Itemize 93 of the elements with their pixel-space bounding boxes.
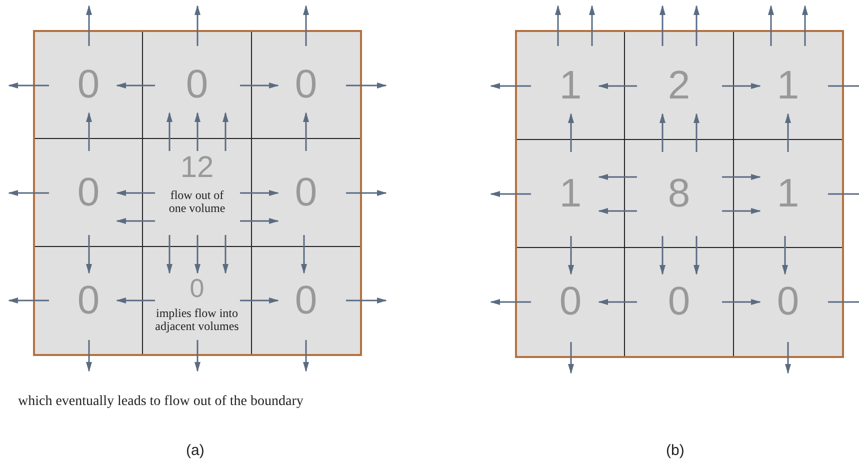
flow-arrow — [240, 298, 279, 304]
flow-arrow — [194, 340, 200, 372]
cell-value: 0 — [77, 62, 100, 106]
volume-cell — [517, 32, 625, 140]
flow-arrow — [598, 83, 637, 89]
flow-arrow — [568, 342, 574, 374]
cell-value: 12 — [180, 151, 214, 184]
volume-cell — [143, 139, 252, 247]
cell-value: 1 — [776, 63, 800, 107]
cell-value: 0 — [190, 273, 204, 303]
flow-arrow — [346, 298, 387, 304]
flow-arrow — [490, 299, 531, 305]
volume-cell — [35, 139, 143, 247]
flow-arrow — [194, 112, 200, 151]
annotation: implies flow into adjacent volumes — [154, 307, 240, 333]
cell-value: 8 — [668, 171, 690, 215]
flow-arrow — [782, 236, 788, 275]
flow-arrow — [116, 298, 155, 304]
cell-value: 1 — [776, 171, 800, 215]
panel-caption: (a) — [186, 442, 204, 459]
flow-arrow — [555, 5, 561, 46]
volume-cell — [625, 140, 734, 248]
flow-arrow — [785, 113, 791, 152]
flow-arrow — [8, 82, 49, 88]
flow-arrow — [346, 82, 387, 88]
flow-arrow — [568, 236, 574, 275]
flow-arrow — [598, 299, 637, 305]
flow-arrow — [8, 190, 49, 196]
cell-value: 1 — [559, 63, 582, 107]
cell-value: 1 — [559, 171, 582, 215]
flow-arrow — [116, 190, 155, 196]
annotation: flow out of one volume — [168, 189, 226, 215]
flow-arrow — [166, 112, 172, 151]
flow-arrow — [598, 174, 637, 180]
caption-text: which eventually leads to flow out of the boundary — [18, 394, 304, 410]
flow-arrow — [301, 235, 307, 274]
flow-arrow — [303, 5, 309, 46]
flow-arrow — [722, 83, 761, 89]
flow-arrow — [490, 83, 531, 89]
flow-arrow — [194, 5, 200, 46]
flow-arrow — [828, 83, 859, 89]
cell-value: 0 — [77, 170, 100, 214]
flow-arrow — [240, 218, 279, 224]
flow-arrow — [166, 235, 172, 274]
cell-value: 0 — [668, 280, 690, 324]
flow-arrow — [240, 190, 279, 196]
flow-arrow — [660, 236, 666, 275]
flow-arrow — [303, 340, 309, 372]
flow-arrow — [694, 113, 700, 152]
flow-arrow — [86, 235, 92, 274]
volume-cell — [143, 32, 252, 139]
grid-frame — [515, 30, 844, 358]
volume-cell — [35, 32, 143, 139]
flow-arrow — [86, 340, 92, 372]
flow-arrow — [598, 208, 637, 214]
flow-arrow — [303, 112, 309, 151]
flow-arrow — [194, 235, 200, 274]
volume-cell — [625, 32, 734, 140]
flow-arrow — [768, 5, 774, 46]
panel-caption: (b) — [666, 442, 684, 459]
flow-arrow — [694, 5, 700, 46]
flow-arrow — [240, 82, 279, 88]
cell-value: 0 — [186, 62, 208, 106]
flow-arrow — [568, 113, 574, 152]
cell-value: 0 — [776, 280, 800, 324]
volume-cell — [517, 140, 625, 248]
flow-arrow — [346, 190, 387, 196]
flow-arrow — [722, 174, 761, 180]
flow-arrow — [589, 5, 595, 46]
cell-value: 2 — [668, 63, 690, 107]
flow-arrow — [828, 299, 859, 305]
flow-arrow — [802, 5, 808, 46]
flow-arrow — [8, 298, 49, 304]
cell-value: 0 — [294, 62, 318, 106]
flow-arrow — [694, 236, 700, 275]
flow-arrow — [490, 191, 531, 197]
flow-arrow — [785, 342, 791, 374]
flow-arrow — [116, 82, 155, 88]
flow-arrow — [828, 191, 859, 197]
flow-arrow — [722, 208, 761, 214]
flow-arrow — [660, 113, 666, 152]
cell-value: 0 — [294, 278, 318, 322]
flow-arrow — [222, 235, 228, 274]
flow-arrow — [722, 299, 761, 305]
cell-value: 0 — [559, 280, 582, 324]
flow-arrow — [660, 5, 666, 46]
grid-frame — [33, 30, 362, 356]
cell-value: 0 — [294, 170, 318, 214]
cell-value: 0 — [77, 278, 100, 322]
flow-arrow — [86, 5, 92, 46]
flow-arrow — [86, 112, 92, 151]
flow-arrow — [116, 218, 155, 224]
flow-arrow — [222, 112, 228, 151]
